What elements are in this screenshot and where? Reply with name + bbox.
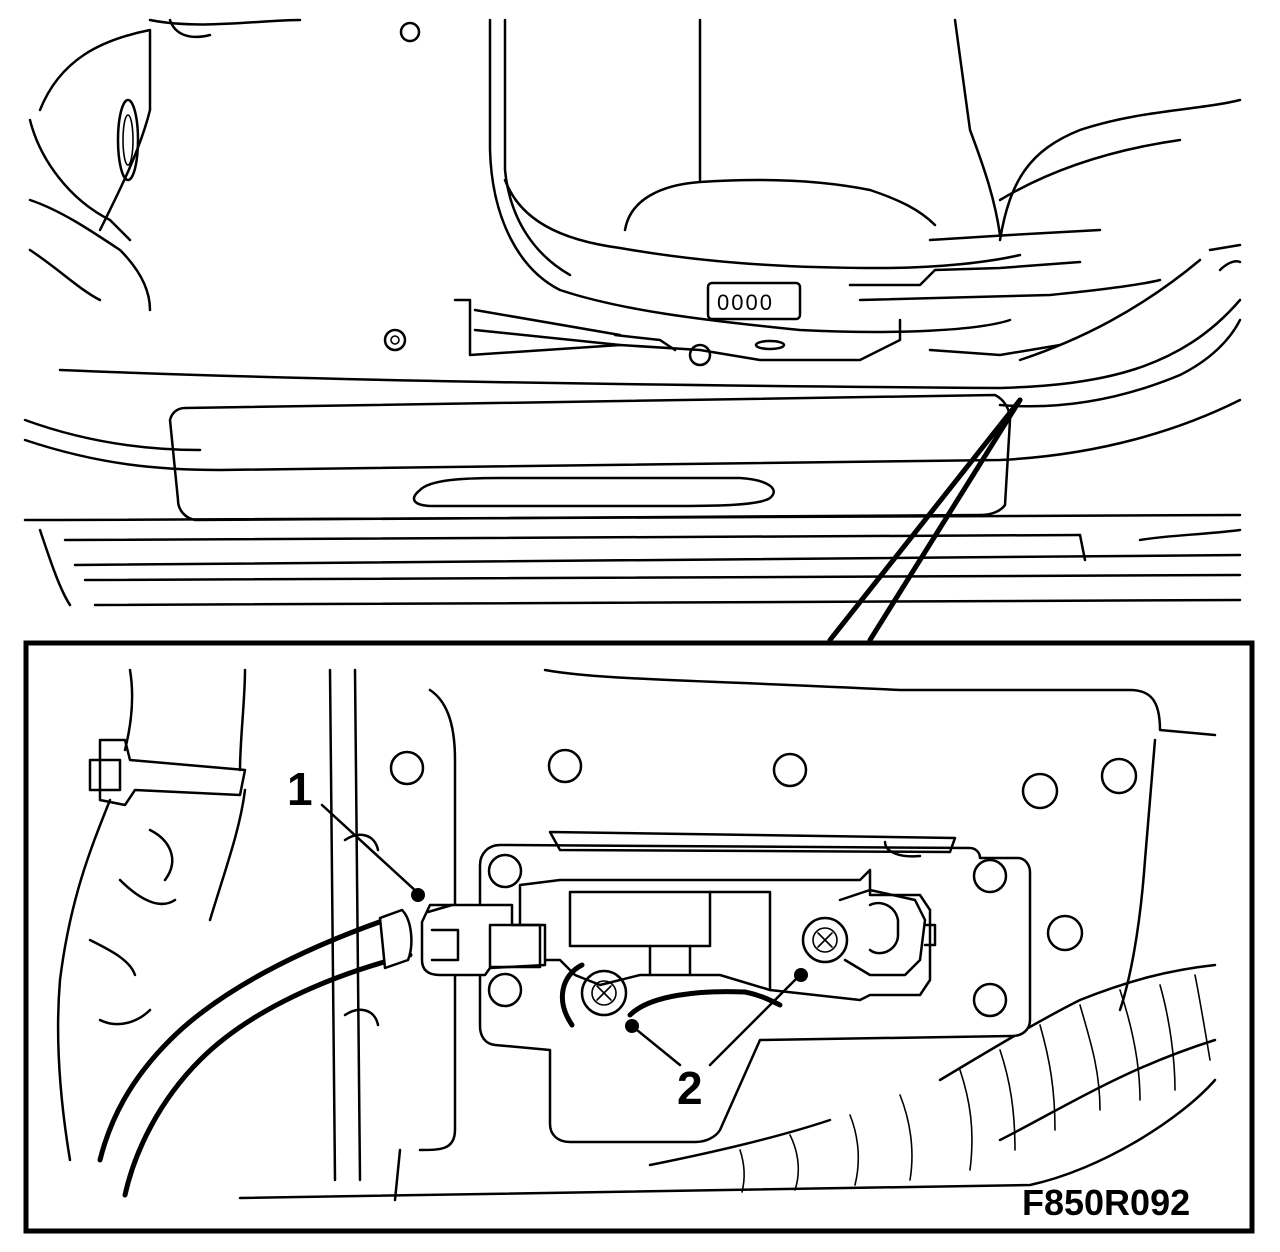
fastener-left xyxy=(560,962,628,1028)
callout-2-dot-left xyxy=(625,1019,639,1033)
fastener-right xyxy=(801,916,849,964)
overview-vehicle-interior: 0000 xyxy=(23,18,1242,643)
figure-id: F850R092 xyxy=(1022,1182,1190,1223)
callout-1-dot xyxy=(411,888,425,902)
callout-2: 2 xyxy=(625,968,808,1114)
seat-display-digits: 0000 xyxy=(717,290,774,315)
detail-inset: 1 2 F850R092 xyxy=(23,640,1255,1234)
callout-2-dot-right xyxy=(794,968,808,982)
callout-1-label: 1 xyxy=(287,763,313,815)
callout-1: 1 xyxy=(287,763,425,902)
callout-2-label: 2 xyxy=(677,1062,703,1114)
